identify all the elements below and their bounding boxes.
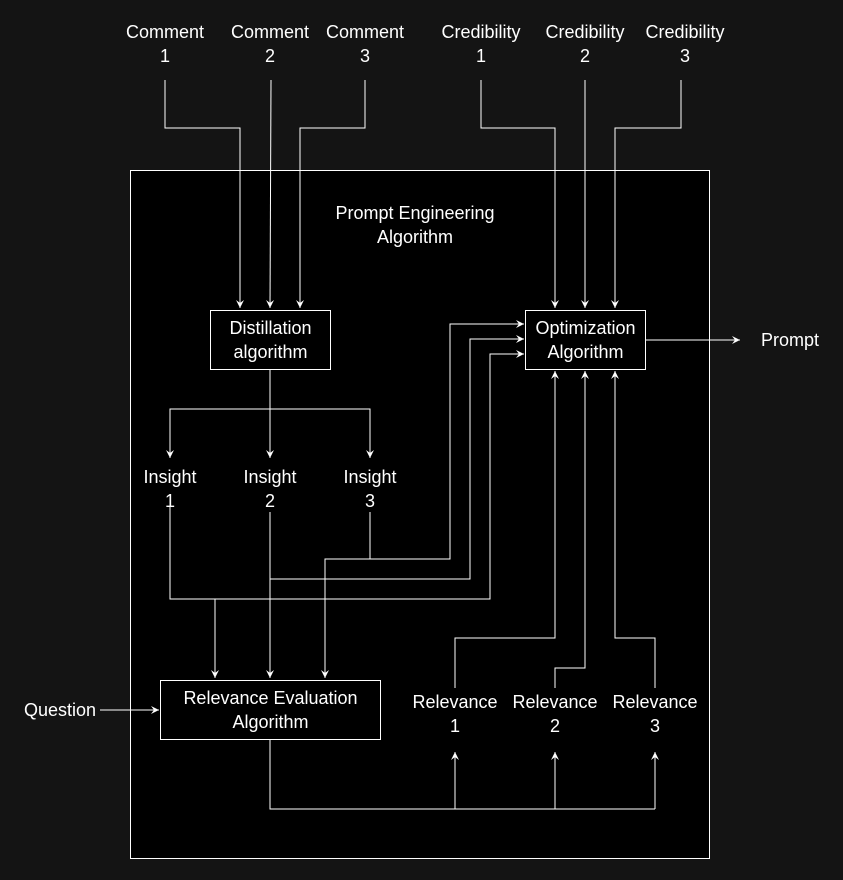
question-label: Question: [23, 700, 97, 720]
releval-bus: [269, 740, 655, 810]
comment3-connector: [296, 80, 366, 308]
credibility1-connector: [480, 80, 559, 308]
distill-to-insight3: [270, 408, 374, 458]
relevance3-to-optimization: [611, 371, 656, 688]
prompt-engineering-container: [130, 170, 710, 859]
relevance2-to-optimization: [554, 371, 589, 688]
prompt-label: Prompt: [760, 330, 820, 350]
insight3-to-releval: [321, 558, 370, 678]
container-title: Prompt Engineering Algorithm: [335, 203, 495, 247]
relevance-evaluation-box: Relevance Evaluation Algorithm: [160, 680, 381, 740]
insight2-to-optimization: [269, 335, 524, 580]
comment2-connector: [266, 79, 275, 309]
insight3-to-optimization: [369, 320, 524, 560]
insight1-to-optimization: [169, 350, 524, 600]
optimization-algorithm-box: Optimization Algorithm: [525, 310, 646, 370]
credibility3-connector: [611, 80, 682, 308]
distill-to-insight1: [166, 408, 270, 458]
relevance1-to-optimization: [454, 371, 559, 688]
distillation-algorithm-box: Distillation algorithm: [210, 310, 331, 370]
comment1-connector: [164, 80, 244, 308]
